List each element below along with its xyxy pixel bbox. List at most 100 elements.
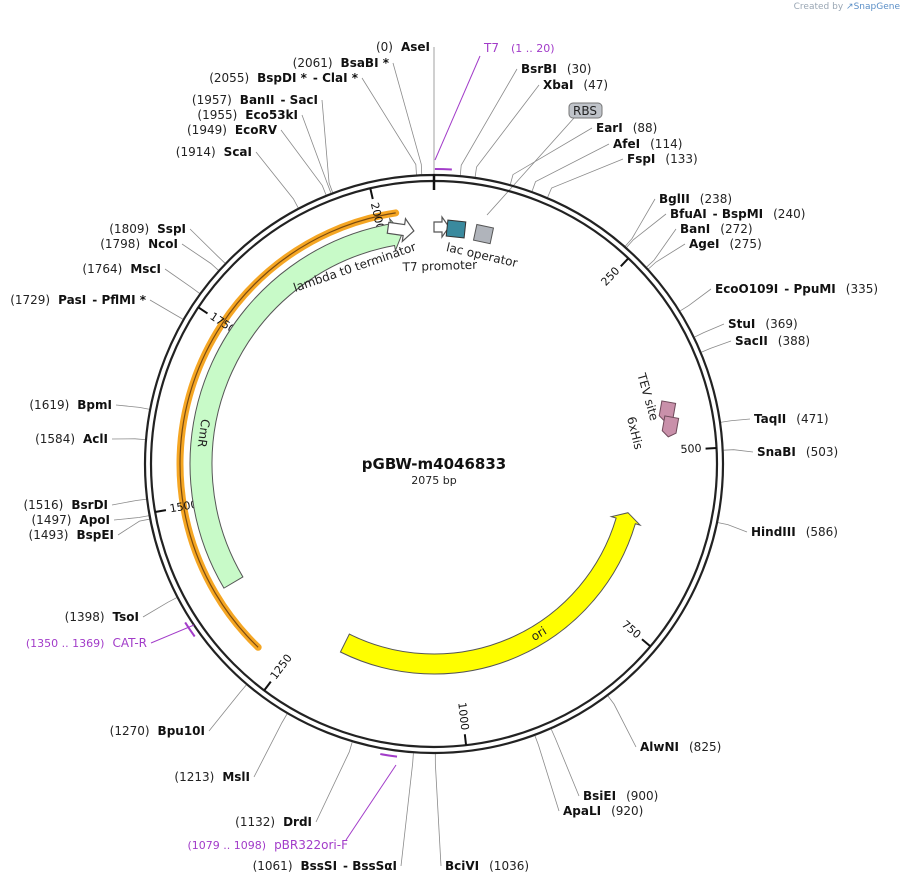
site-label: (2061)BsaBI *: [293, 56, 390, 70]
site-labels: (0)AseIBsrBI(30)XbaI(47)EarI(88)AfeI(114…: [10, 40, 878, 873]
site-leader: [321, 99, 333, 193]
cmr-highlight: [176, 209, 400, 651]
site-label: EarI(88): [596, 121, 657, 135]
site-leader: [149, 299, 183, 320]
tick-label: 1500: [169, 498, 199, 516]
site-leader: [115, 404, 150, 410]
primer-label: (1079 .. 1098)pBR322ori-F: [188, 838, 349, 852]
site-label: (1493)BspEI: [29, 528, 114, 542]
rbs-label: RBS: [573, 104, 597, 118]
feature-label-promoter: T7 promoter: [401, 258, 477, 275]
primer-label: T7(1 .. 20): [483, 41, 555, 55]
site-leader: [111, 498, 147, 506]
promoter-arrow-icon: [433, 215, 450, 239]
site-leader: [534, 735, 560, 812]
site-label: (1955)Eco53kI: [197, 108, 298, 122]
site-label: (1764)MscI: [82, 262, 161, 276]
site-leader: [253, 713, 288, 778]
site-leader: [434, 753, 442, 867]
site-leader: [625, 198, 656, 247]
site-label: (1584)AclI: [35, 432, 108, 446]
site-label: AgeI(275): [689, 237, 762, 251]
primer-arc: [434, 168, 452, 171]
site-label: (1398)TsoI: [65, 610, 139, 624]
tick-mark: [197, 306, 209, 315]
site-leader-lines: [111, 47, 754, 867]
site-leader: [550, 729, 580, 797]
site-label: AlwNI(825): [640, 740, 721, 754]
site-leader: [701, 340, 732, 353]
site-leader: [361, 77, 417, 175]
site-leader: [113, 515, 149, 521]
highlight-arc-core: [179, 212, 396, 648]
site-leader: [646, 228, 677, 268]
site-label: BfuAI- BspMI(240): [670, 207, 805, 221]
site-leader: [607, 695, 637, 748]
site-label: SnaBI(503): [757, 445, 838, 459]
site-leader: [694, 323, 725, 338]
feature-label-cmr: CmR: [195, 418, 213, 448]
site-leader: [164, 268, 200, 294]
site-leader: [723, 449, 754, 453]
site-leader: [280, 129, 327, 196]
site-leader: [392, 62, 423, 175]
site-label: (1497)ApoI: [32, 513, 111, 527]
site-leader: [459, 68, 518, 176]
site-label: TaqII(471): [754, 412, 829, 426]
site-label: (1949)EcoRV: [187, 123, 278, 137]
site-leader: [208, 684, 247, 732]
site-label: (1270)Bpu10I: [110, 724, 205, 738]
site-leader: [400, 753, 414, 867]
site-label: (1957)BanII- SacI: [192, 93, 318, 107]
primer-leader: [150, 624, 195, 644]
site-label: BanI(272): [680, 222, 753, 236]
site-label: XbaI(47): [543, 78, 608, 92]
center-label: pGBW-m4046833 2075 bp: [362, 455, 506, 487]
tick-label: 750: [619, 618, 643, 641]
primer-arc: [380, 753, 398, 758]
tick-mark: [369, 188, 374, 200]
feature-label-ori: ori: [528, 624, 549, 644]
site-label: (1729)PasI- PflMI *: [10, 293, 147, 307]
site-label: (1619)BpmI: [29, 398, 112, 412]
rbs-badge: RBS: [568, 102, 603, 119]
tick-label: 2000: [368, 201, 387, 231]
site-label: (1798)NcoI: [100, 237, 178, 251]
site-leader: [680, 288, 712, 312]
site-label: (1061)BssSI- BssSαI: [253, 859, 397, 873]
site-label: BsrBI(30): [521, 62, 591, 76]
credit-prefix: Created by: [793, 2, 844, 12]
tick-mark: [705, 446, 717, 450]
site-label: BciVI(1036): [445, 859, 529, 873]
primer-label: (1350 .. 1369)CAT-R: [26, 636, 147, 650]
site-leader: [142, 597, 177, 618]
snapgene-logo-icon: ↗: [846, 2, 854, 12]
primer-leader: [345, 764, 397, 841]
plasmid-name: pGBW-m4046833: [362, 455, 506, 473]
site-label: (1516)BsrDI: [23, 498, 108, 512]
site-leader: [255, 151, 299, 208]
site-label: AfeI(114): [613, 137, 682, 151]
site-leader: [717, 522, 748, 533]
site-label: (2055)BspDI *- ClaI *: [209, 71, 358, 85]
credit-brand: SnapGene: [853, 2, 900, 12]
tick-label: 1000: [455, 702, 471, 731]
site-label: HindIII(586): [751, 525, 838, 539]
site-leader: [720, 418, 751, 423]
primer-leader: [434, 55, 481, 161]
site-leader: [531, 143, 610, 192]
tick-mark: [641, 638, 652, 648]
site-label: (1809)SspI: [109, 222, 186, 236]
site-label: BsiEI(900): [583, 789, 658, 803]
site-label: (1914)ScaI: [176, 145, 252, 159]
site-label: BglII(238): [659, 192, 732, 206]
site-label: ApaLI(920): [563, 804, 643, 818]
site-label: EcoO109I- PpuMI(335): [715, 282, 878, 296]
site-leader: [117, 518, 150, 536]
site-leader: [648, 243, 686, 270]
feature-cds-arrow: [189, 217, 403, 589]
site-label: FspI(133): [627, 152, 698, 166]
site-label: (1213)MslI: [174, 770, 250, 784]
rbs-leader: [486, 117, 575, 216]
